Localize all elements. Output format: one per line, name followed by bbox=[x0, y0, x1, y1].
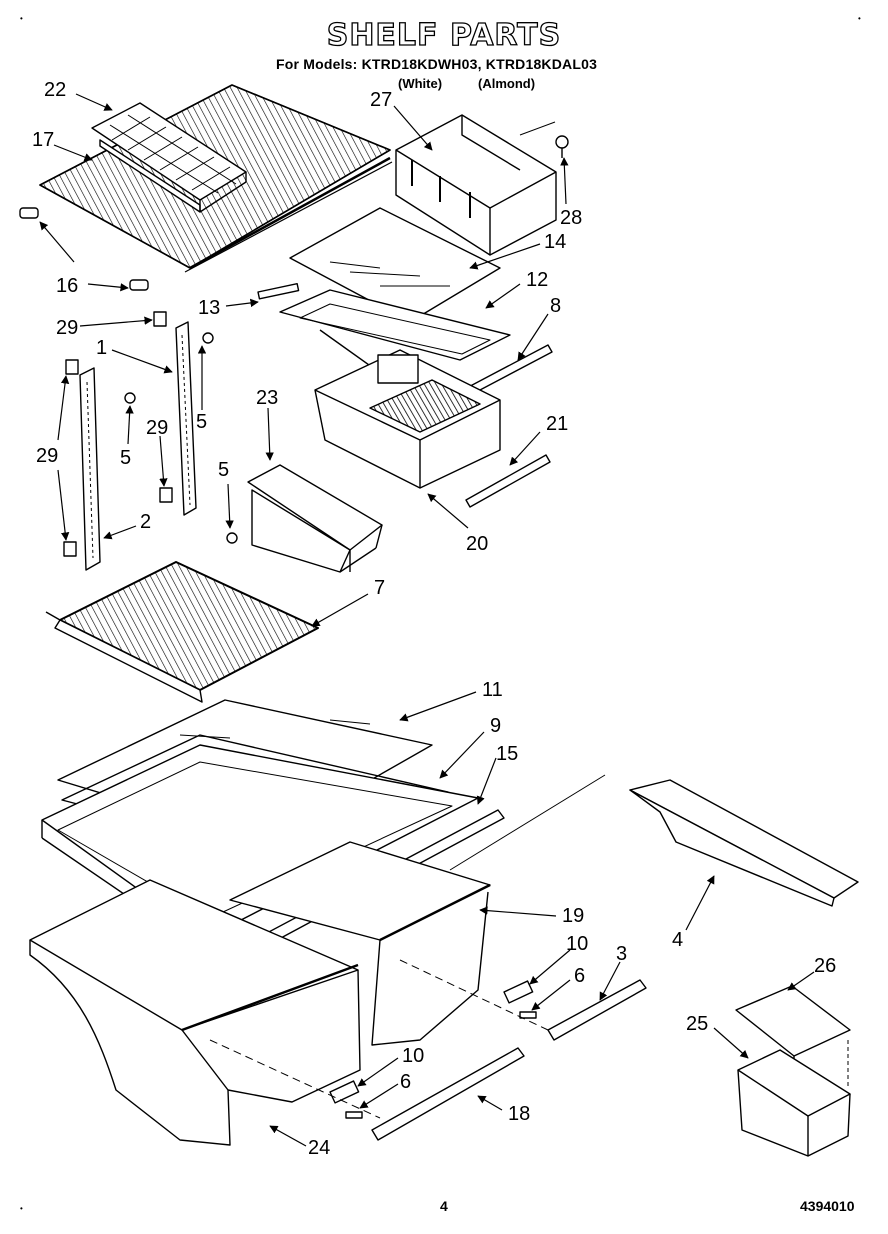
screw-28 bbox=[519, 121, 569, 158]
callout-21: 21 bbox=[546, 413, 569, 435]
callout-29-top: 29 bbox=[56, 317, 79, 339]
callout-19: 19 bbox=[562, 905, 585, 927]
callout-18: 18 bbox=[508, 1103, 531, 1125]
callout-10-left: 10 bbox=[402, 1045, 425, 1067]
ice-cube-tray bbox=[91, 102, 247, 213]
callout-3: 3 bbox=[616, 943, 628, 965]
corner-mark-top-left: • bbox=[20, 14, 23, 23]
callout-15: 15 bbox=[496, 743, 519, 765]
callout-13: 13 bbox=[198, 297, 221, 319]
shelf-support-ladder-2 bbox=[79, 367, 101, 571]
callout-29-left: 29 bbox=[36, 445, 59, 467]
callout-24: 24 bbox=[308, 1137, 331, 1159]
callout-22: 22 bbox=[44, 79, 67, 101]
page-number: 4 bbox=[440, 1198, 448, 1214]
callout-9: 9 bbox=[490, 715, 502, 737]
corner-mark-bottom-left: • bbox=[20, 1204, 23, 1213]
callout-23: 23 bbox=[256, 387, 279, 409]
dairy-bin-23 bbox=[247, 464, 383, 573]
callout-2: 2 bbox=[140, 511, 152, 533]
callout-4: 4 bbox=[672, 929, 684, 951]
pan-trim-parts bbox=[209, 959, 647, 1141]
crisper-drawer-20 bbox=[314, 349, 501, 489]
corner-mark-top-right: • bbox=[858, 14, 861, 23]
white-label: (White) bbox=[398, 76, 443, 91]
callout-27: 27 bbox=[370, 89, 393, 111]
callout-6-right: 6 bbox=[574, 965, 586, 987]
callout-8: 8 bbox=[550, 295, 562, 317]
callout-12: 12 bbox=[526, 269, 549, 291]
crisper-pan-24 bbox=[29, 879, 361, 1146]
callout-16: 16 bbox=[56, 275, 79, 297]
callout-17: 17 bbox=[32, 129, 55, 151]
leader-lines bbox=[39, 93, 815, 1147]
shelf-clip-pins bbox=[19, 207, 149, 291]
callout-1: 1 bbox=[96, 337, 108, 359]
page-title: SHELF PARTS bbox=[326, 17, 562, 53]
callout-5-a: 5 bbox=[196, 411, 208, 433]
document-number: 4394010 bbox=[800, 1198, 855, 1214]
callout-5-c: 5 bbox=[218, 459, 230, 481]
rail-21 bbox=[465, 454, 551, 508]
callout-14: 14 bbox=[544, 231, 567, 253]
end-caps-29 bbox=[63, 311, 173, 557]
deli-drawer-frame bbox=[395, 114, 557, 256]
callout-5-b: 5 bbox=[120, 447, 132, 469]
callout-20: 20 bbox=[466, 533, 489, 555]
wire-shelf-7 bbox=[45, 561, 319, 703]
side-cover-4 bbox=[449, 774, 859, 907]
butter-door-26 bbox=[735, 985, 851, 1060]
callout-6-left: 6 bbox=[400, 1071, 412, 1093]
callout-7: 7 bbox=[374, 577, 386, 599]
callout-25: 25 bbox=[686, 1013, 709, 1035]
screws-5 bbox=[124, 332, 238, 544]
callout-10-right: 10 bbox=[566, 933, 589, 955]
models-line: For Models: KTRD18KDWH03, KTRD18KDAL03 bbox=[276, 56, 598, 72]
shelf-support-ladder-1 bbox=[175, 321, 197, 516]
callout-26: 26 bbox=[814, 955, 837, 977]
butter-bin-25 bbox=[737, 1040, 851, 1157]
crisper-pan-19 bbox=[229, 841, 491, 1046]
callout-28: 28 bbox=[560, 207, 583, 229]
crisper-frame bbox=[257, 282, 511, 381]
almond-label: (Almond) bbox=[478, 76, 536, 91]
callout-29-mid: 29 bbox=[146, 417, 169, 439]
callout-11: 11 bbox=[482, 679, 503, 701]
